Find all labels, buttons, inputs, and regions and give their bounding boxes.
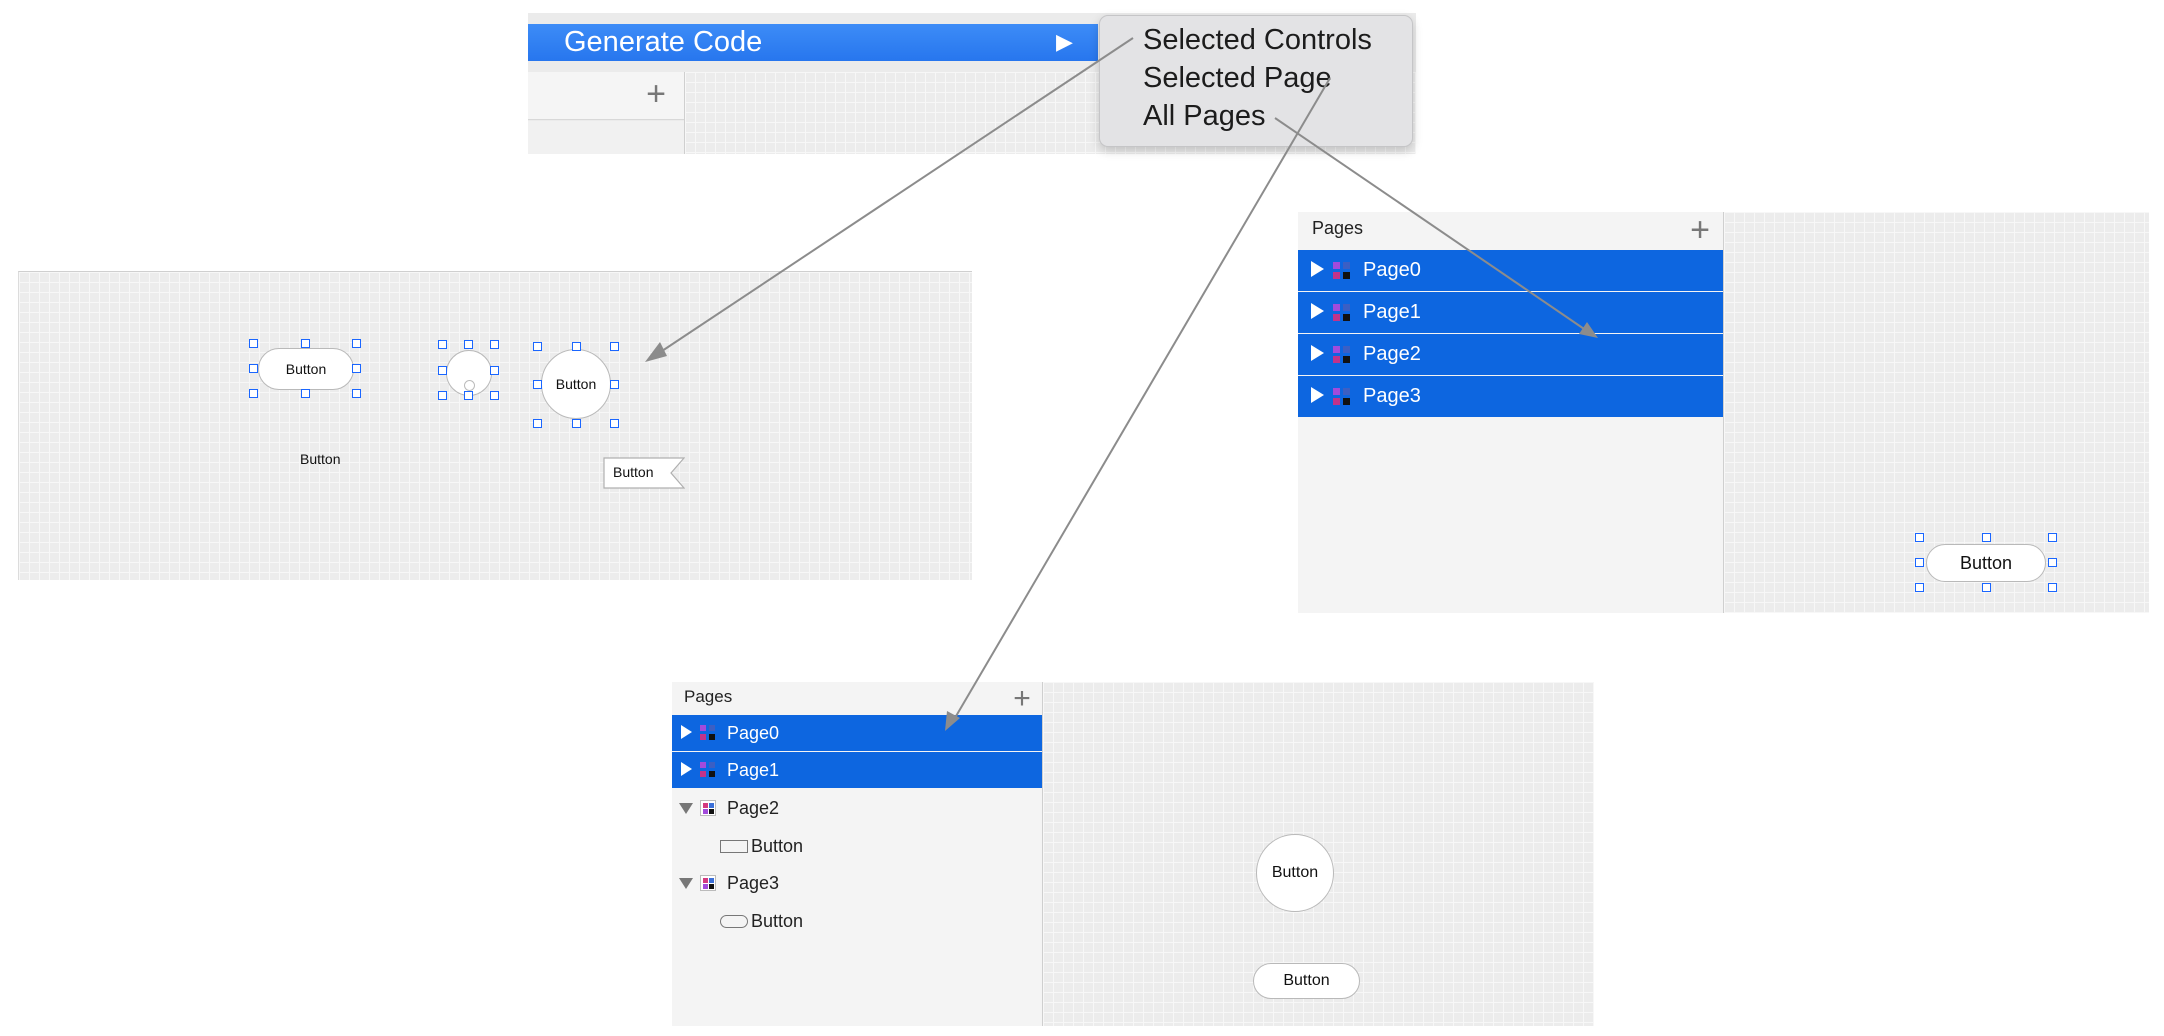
- pages-title: Pages: [1312, 218, 1364, 238]
- disclosure-triangle-icon[interactable]: [681, 725, 692, 739]
- menu-divider: [684, 72, 685, 154]
- resize-handle[interactable]: [490, 366, 499, 375]
- page-row-page3[interactable]: Page3: [1298, 376, 1723, 417]
- page-row-page0[interactable]: Page0: [672, 715, 1042, 751]
- resize-handle[interactable]: [533, 419, 542, 428]
- menu-pages-body: [528, 121, 684, 154]
- resize-handle[interactable]: [438, 340, 447, 349]
- page-label: Page1: [1363, 301, 1421, 323]
- resize-handle[interactable]: [2048, 558, 2057, 567]
- canvas-knob-control[interactable]: [446, 350, 492, 396]
- resize-handle[interactable]: [438, 391, 447, 400]
- plus-icon[interactable]: +: [1013, 682, 1031, 715]
- page-grid-icon: [700, 725, 716, 741]
- resize-handle[interactable]: [249, 389, 258, 398]
- page-label: Page3: [1363, 385, 1421, 407]
- resize-handle[interactable]: [533, 380, 542, 389]
- plus-icon[interactable]: +: [1690, 211, 1710, 249]
- resize-handle[interactable]: [1915, 583, 1924, 592]
- page-grid-icon: [700, 762, 716, 778]
- resize-handle[interactable]: [2048, 583, 2057, 592]
- resize-handle[interactable]: [610, 380, 619, 389]
- canvas-flag-button[interactable]: Button: [603, 457, 685, 489]
- tree-child-button[interactable]: Button: [672, 903, 1042, 939]
- canvas-circle-button[interactable]: Button: [1256, 834, 1334, 912]
- page-label: Page0: [1363, 259, 1421, 281]
- flag-shape: [603, 457, 685, 489]
- page-row-page1[interactable]: Page1: [672, 752, 1042, 788]
- resize-handle[interactable]: [1982, 533, 1991, 542]
- generate-code-menu-item[interactable]: Generate Code: [528, 24, 1098, 61]
- resize-handle[interactable]: [1982, 583, 1991, 592]
- disclosure-triangle-icon[interactable]: [679, 803, 693, 814]
- resize-handle[interactable]: [249, 364, 258, 373]
- disclosure-triangle-icon[interactable]: [1311, 387, 1324, 403]
- disclosure-triangle-icon[interactable]: [1311, 345, 1324, 361]
- page-grid-icon: [700, 800, 716, 816]
- page-label: Page3: [727, 873, 780, 893]
- generate-code-submenu: Selected Controls Selected Page All Page…: [1099, 15, 1413, 147]
- page-grid-icon: [1333, 304, 1351, 322]
- resize-handle[interactable]: [301, 339, 310, 348]
- resize-handle[interactable]: [1915, 533, 1924, 542]
- submenu-item-selected-page[interactable]: Selected Page: [1143, 62, 1332, 94]
- page-label: Page0: [727, 723, 780, 743]
- all-pages-divider: [1723, 212, 1724, 613]
- page-grid-icon: [1333, 388, 1351, 406]
- pages-title: Pages: [684, 687, 733, 706]
- page-grid-icon: [1333, 346, 1351, 364]
- page-label: Page2: [1363, 343, 1421, 365]
- child-label: Button: [751, 836, 804, 856]
- tree-child-button[interactable]: Button: [672, 828, 1042, 864]
- canvas-pill-button[interactable]: Button: [1253, 963, 1360, 999]
- resize-handle[interactable]: [352, 339, 361, 348]
- page-row-page1[interactable]: Page1: [1298, 292, 1723, 333]
- resize-handle[interactable]: [464, 391, 473, 400]
- canvas-circle-button[interactable]: Button: [541, 349, 611, 419]
- resize-handle[interactable]: [490, 340, 499, 349]
- arrow-selected-page: [951, 77, 1331, 724]
- resize-handle[interactable]: [572, 419, 581, 428]
- page-row-page2[interactable]: Page2: [1298, 334, 1723, 375]
- resize-handle[interactable]: [490, 391, 499, 400]
- plus-icon[interactable]: +: [646, 75, 666, 113]
- button-pill-outline-icon: [720, 915, 748, 928]
- flag-button-label: Button: [613, 464, 654, 480]
- page-row-page3[interactable]: Page3: [672, 865, 1042, 901]
- page-row-page0[interactable]: Page0: [1298, 250, 1723, 291]
- submenu-item-all-pages[interactable]: All Pages: [1143, 100, 1266, 132]
- knob-indicator: [464, 380, 475, 391]
- page-grid-icon: [1333, 262, 1351, 280]
- disclosure-triangle-icon[interactable]: [1311, 303, 1324, 319]
- disclosure-triangle-icon[interactable]: [681, 762, 692, 776]
- canvas-pill-button[interactable]: Button: [1926, 544, 2046, 582]
- resize-handle[interactable]: [352, 389, 361, 398]
- resize-handle[interactable]: [533, 342, 542, 351]
- resize-handle[interactable]: [249, 339, 258, 348]
- submenu-item-selected-controls[interactable]: Selected Controls: [1143, 24, 1372, 56]
- resize-handle[interactable]: [438, 366, 447, 375]
- play-arrow-icon: ▶: [1056, 29, 1073, 54]
- page-grid-icon: [700, 875, 716, 891]
- selected-page-divider: [1042, 682, 1043, 1026]
- disclosure-triangle-icon[interactable]: [1311, 261, 1324, 277]
- resize-handle[interactable]: [610, 419, 619, 428]
- button-outline-icon: [720, 840, 748, 853]
- resize-handle[interactable]: [301, 389, 310, 398]
- disclosure-triangle-icon[interactable]: [679, 878, 693, 889]
- generate-code-label: Generate Code: [564, 26, 763, 58]
- resize-handle[interactable]: [2048, 533, 2057, 542]
- selected-controls-canvas: [18, 271, 972, 580]
- canvas-pill-button[interactable]: Button: [258, 348, 354, 390]
- page-label: Page1: [727, 760, 780, 780]
- canvas-plain-button[interactable]: Button: [300, 451, 341, 467]
- child-label: Button: [751, 911, 804, 931]
- page-row-page2[interactable]: Page2: [672, 790, 1042, 826]
- resize-handle[interactable]: [464, 340, 473, 349]
- resize-handle[interactable]: [1915, 558, 1924, 567]
- resize-handle[interactable]: [610, 342, 619, 351]
- page-label: Page2: [727, 798, 780, 818]
- resize-handle[interactable]: [572, 342, 581, 351]
- resize-handle[interactable]: [352, 364, 361, 373]
